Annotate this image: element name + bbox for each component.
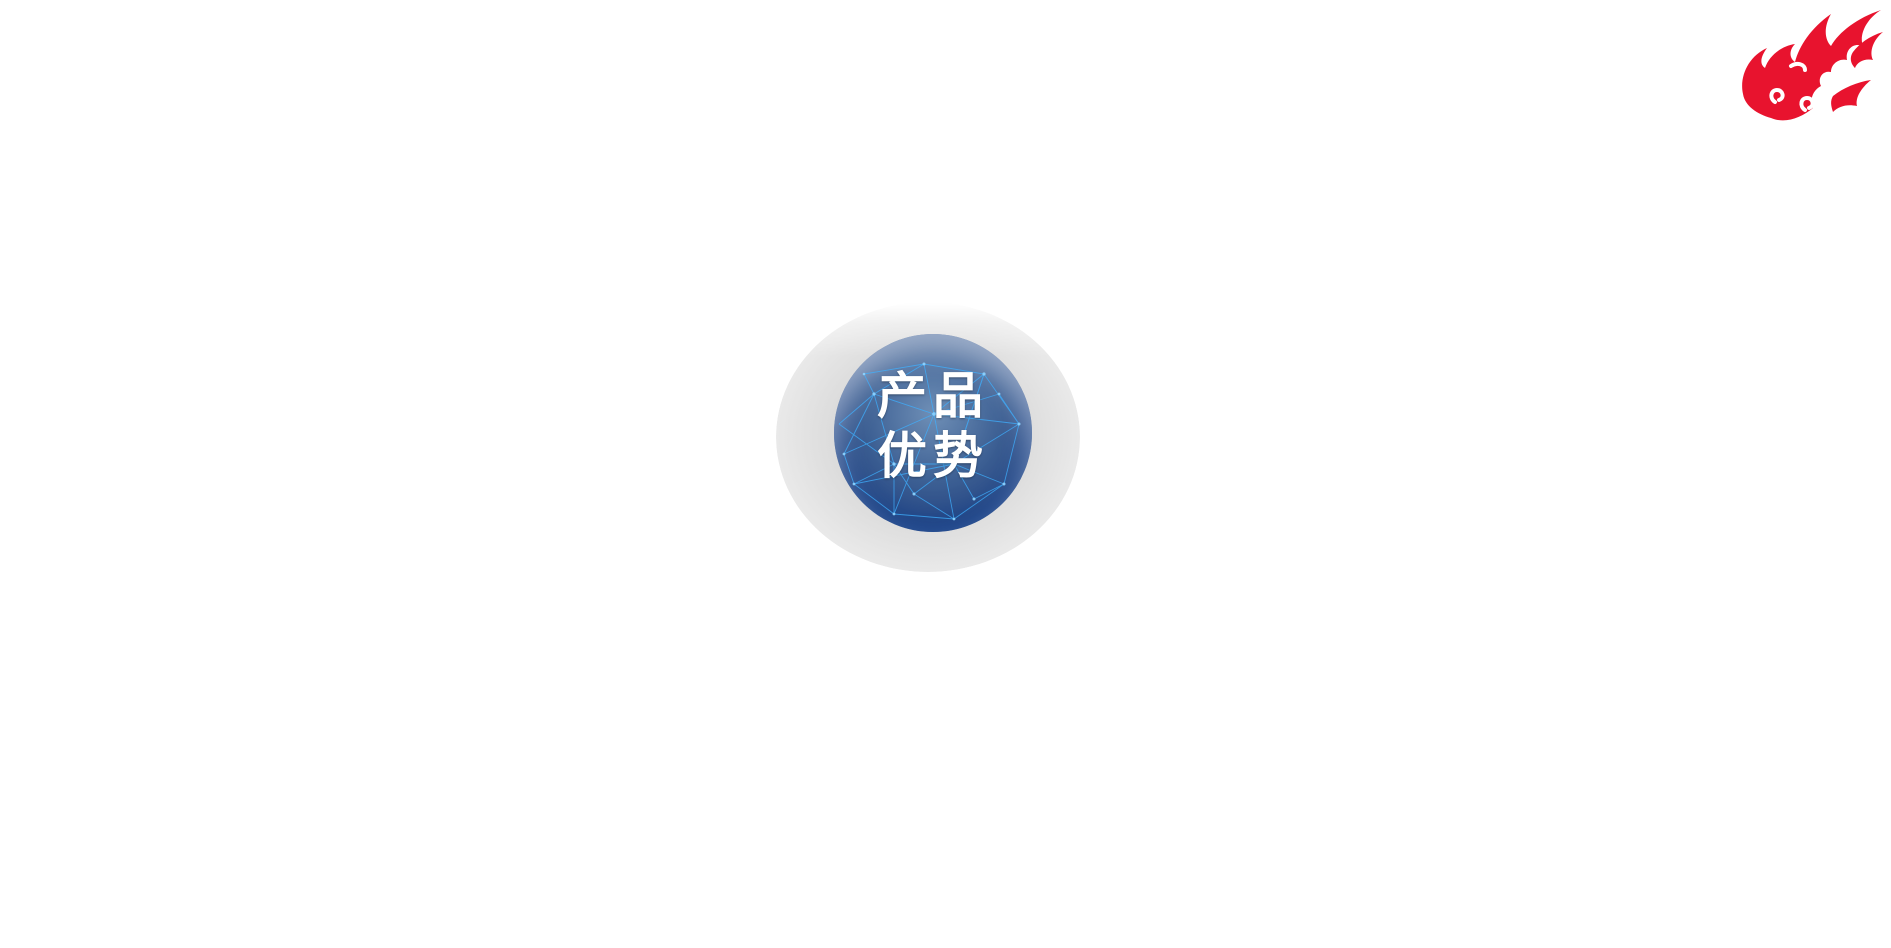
flame-cloud-logo-icon	[1742, 10, 1883, 121]
globe-network-lines	[838, 362, 1021, 521]
section-title: 产品 优势	[834, 366, 1032, 486]
network-globe-icon	[834, 334, 1032, 532]
section-title-line2: 优势	[877, 427, 989, 485]
section-title-line1: 产品	[877, 367, 989, 425]
